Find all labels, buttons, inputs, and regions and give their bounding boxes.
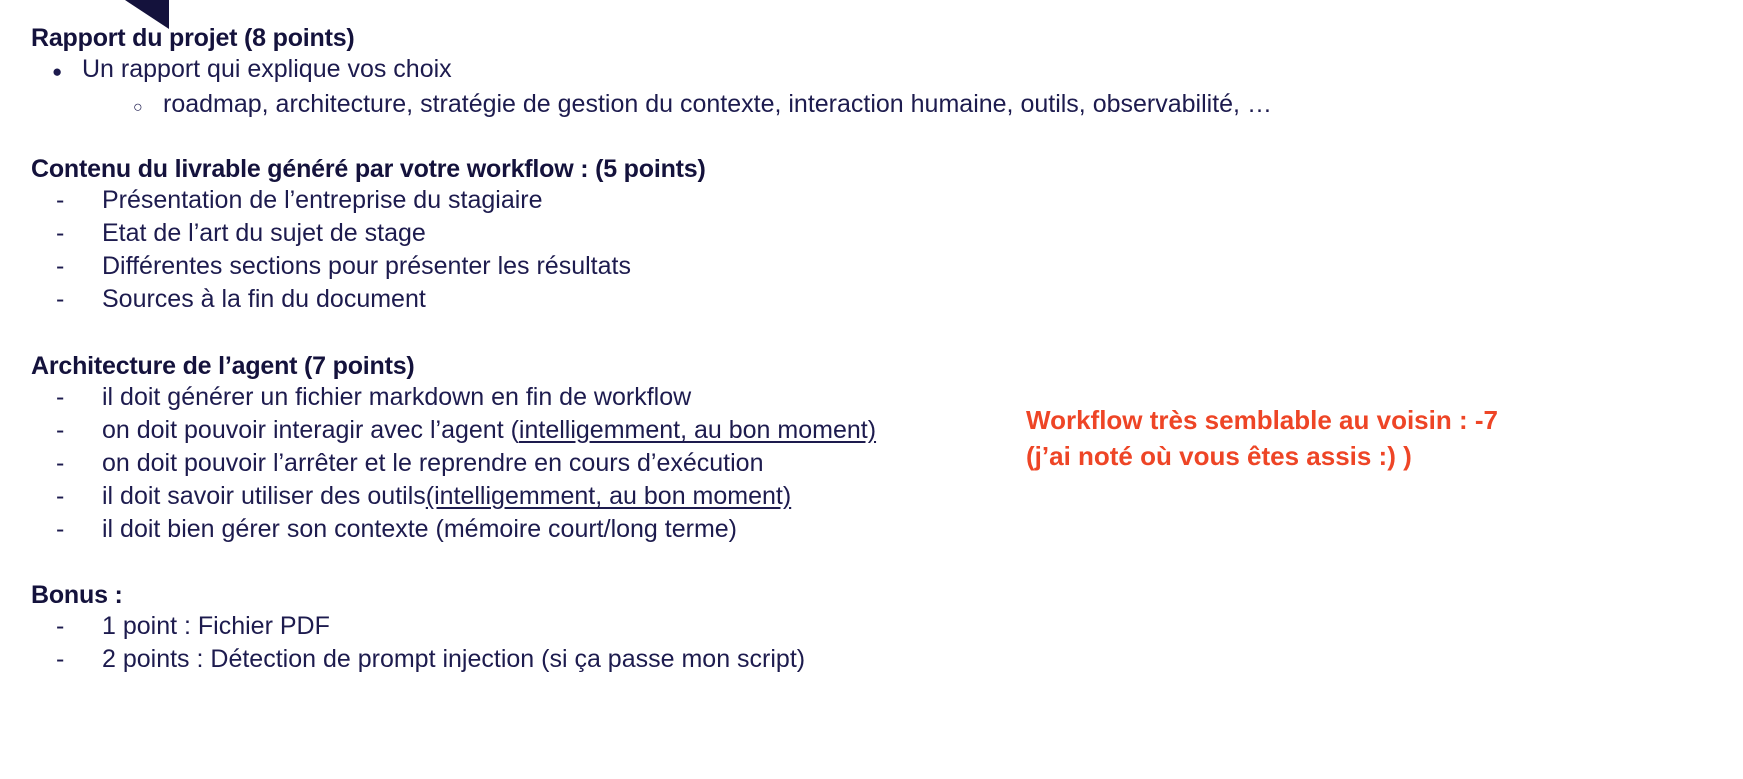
dash-marker-icon: - — [56, 252, 65, 280]
list-item-label: Etat de l’art du sujet de stage — [102, 219, 426, 247]
rapport-bullet-list: ● Un rapport qui explique vos choix — [0, 53, 1100, 88]
bullet-circle-icon: ○ — [133, 99, 143, 116]
list-item-emphasis: (intelligemment, au bon moment) — [425, 482, 792, 510]
list-item-label: 2 points : Détection de prompt injection… — [102, 645, 806, 673]
list-item: ● Un rapport qui explique vos choix — [0, 53, 1100, 88]
section-heading-contenu: Contenu du livrable généré par votre wor… — [31, 155, 706, 183]
list-item-label: roadmap, architecture, stratégie de gest… — [163, 90, 1272, 118]
list-item: - Sources à la fin du document — [0, 283, 1100, 316]
section-rapport-du-projet: Rapport du projet (8 points) ● Un rappor… — [0, 24, 1272, 124]
architecture-dash-list: - il doit générer un fichier markdown en… — [0, 381, 1100, 546]
contenu-dash-list: - Présentation de l’entreprise du stagia… — [0, 184, 1100, 316]
list-item: - il doit savoir utiliser des outils (in… — [0, 480, 1100, 513]
section-heading-bonus: Bonus : — [31, 581, 123, 609]
bullet-disc-icon: ● — [52, 62, 63, 81]
annotation-line-2: (j’ai noté où vous êtes assis :) ) — [1026, 441, 1412, 471]
list-item: - il doit bien gérer son contexte (mémoi… — [0, 513, 1100, 546]
list-item-label: Un rapport qui explique vos choix — [82, 55, 452, 83]
list-item: - Différentes sections pour présenter le… — [0, 250, 1100, 283]
list-item-label: Différentes sections pour présenter les … — [102, 252, 631, 280]
bonus-dash-list: - 1 point : Fichier PDF - 2 points : Dét… — [0, 610, 1100, 676]
dash-marker-icon: - — [56, 219, 65, 247]
list-item: - 2 points : Détection de prompt injecti… — [0, 643, 1100, 676]
section-bonus: Bonus : - 1 point : Fichier PDF - 2 poin… — [0, 581, 1100, 676]
dash-marker-icon: - — [56, 383, 65, 411]
list-item-label: 1 point : Fichier PDF — [102, 612, 330, 640]
section-heading-rapport: Rapport du projet (8 points) — [31, 24, 355, 52]
list-item: - Etat de l’art du sujet de stage — [0, 217, 1100, 250]
list-item: - Présentation de l’entreprise du stagia… — [0, 184, 1100, 217]
section-heading-architecture: Architecture de l’agent (7 points) — [31, 352, 415, 380]
section-contenu-du-livrable: Contenu du livrable généré par votre wor… — [0, 155, 1100, 316]
list-item-label: il doit bien gérer son contexte (mémoire… — [102, 515, 738, 543]
rapport-sub-bullet-list: ○ roadmap, architecture, stratégie de ge… — [0, 88, 1272, 124]
instructor-annotation: Workflow très semblable au voisin : -7 (… — [1026, 402, 1586, 474]
list-item-label: Présentation de l’entreprise du stagiair… — [102, 186, 543, 214]
list-item: - on doit pouvoir l’arrêter et le repren… — [0, 447, 1100, 480]
dash-marker-icon: - — [56, 285, 65, 313]
list-item-label: on doit pouvoir interagir avec l’agent ( — [102, 416, 519, 444]
list-item: - il doit générer un fichier markdown en… — [0, 381, 1100, 414]
list-item-label: on doit pouvoir l’arrêter et le reprendr… — [102, 449, 764, 477]
dash-marker-icon: - — [56, 449, 65, 477]
dash-marker-icon: - — [56, 416, 65, 444]
list-item: - on doit pouvoir interagir avec l’agent… — [0, 414, 1100, 447]
list-item-emphasis: intelligemment, au bon moment) — [518, 416, 877, 444]
annotation-line-1: Workflow très semblable au voisin : -7 — [1026, 405, 1498, 435]
list-item-label: il doit savoir utiliser des outils — [102, 482, 426, 510]
section-architecture-agent: Architecture de l’agent (7 points) - il … — [0, 352, 1100, 546]
dash-marker-icon: - — [56, 515, 65, 543]
list-item-label: Sources à la fin du document — [102, 285, 426, 313]
dash-marker-icon: - — [56, 186, 65, 214]
dash-marker-icon: - — [56, 612, 65, 640]
list-item: ○ roadmap, architecture, stratégie de ge… — [0, 88, 1272, 124]
dash-marker-icon: - — [56, 482, 65, 510]
list-item-label: il doit générer un fichier markdown en f… — [102, 383, 692, 411]
dash-marker-icon: - — [56, 645, 65, 673]
list-item: - 1 point : Fichier PDF — [0, 610, 1100, 643]
